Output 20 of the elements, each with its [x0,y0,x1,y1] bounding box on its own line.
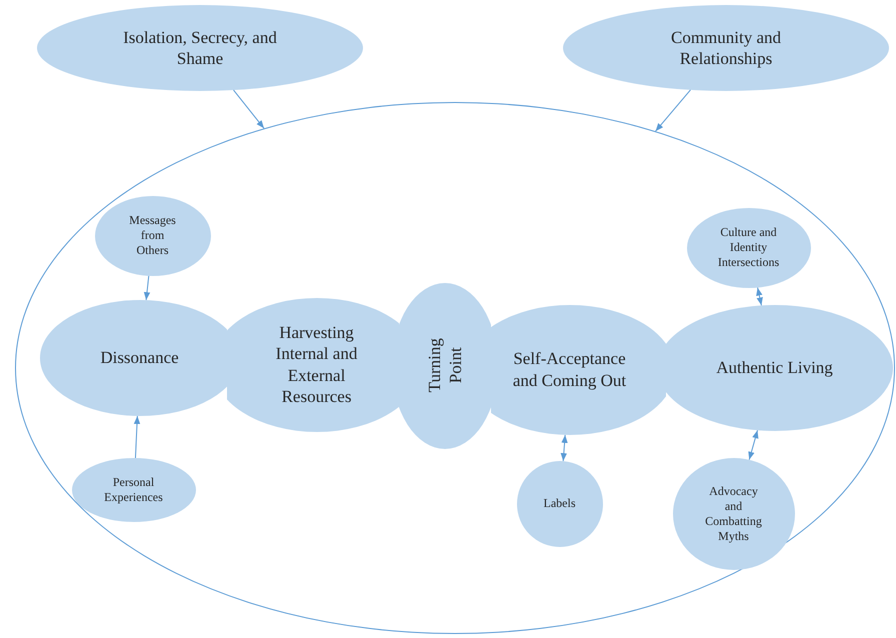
node-label: Labels [542,496,576,511]
node-label: Messages from Others [128,213,177,258]
node-label: Personal Experiences [103,474,164,504]
arrow [134,415,140,458]
arrow [756,287,763,306]
node-label: Harvesting Internal and External Resources [274,322,358,407]
node-label: Dissonance [99,346,180,368]
arrow [655,89,691,132]
arrow [233,90,265,129]
node-label: Community and Relationships [670,26,782,70]
outline-ellipse [15,102,895,634]
node-label: Culture and Identity Intersections [716,225,780,270]
node-label: Self-Acceptance and Coming Out [512,348,628,391]
node-label: Turning Point [423,337,466,395]
node-label: Advocacy and Combatting Myths [704,484,763,544]
arrow [144,275,150,301]
node-label: Authentic Living [715,356,834,378]
node-label: Isolation, Secrecy, and Shame [122,26,278,70]
arrow [748,430,758,460]
arrow [560,434,568,462]
